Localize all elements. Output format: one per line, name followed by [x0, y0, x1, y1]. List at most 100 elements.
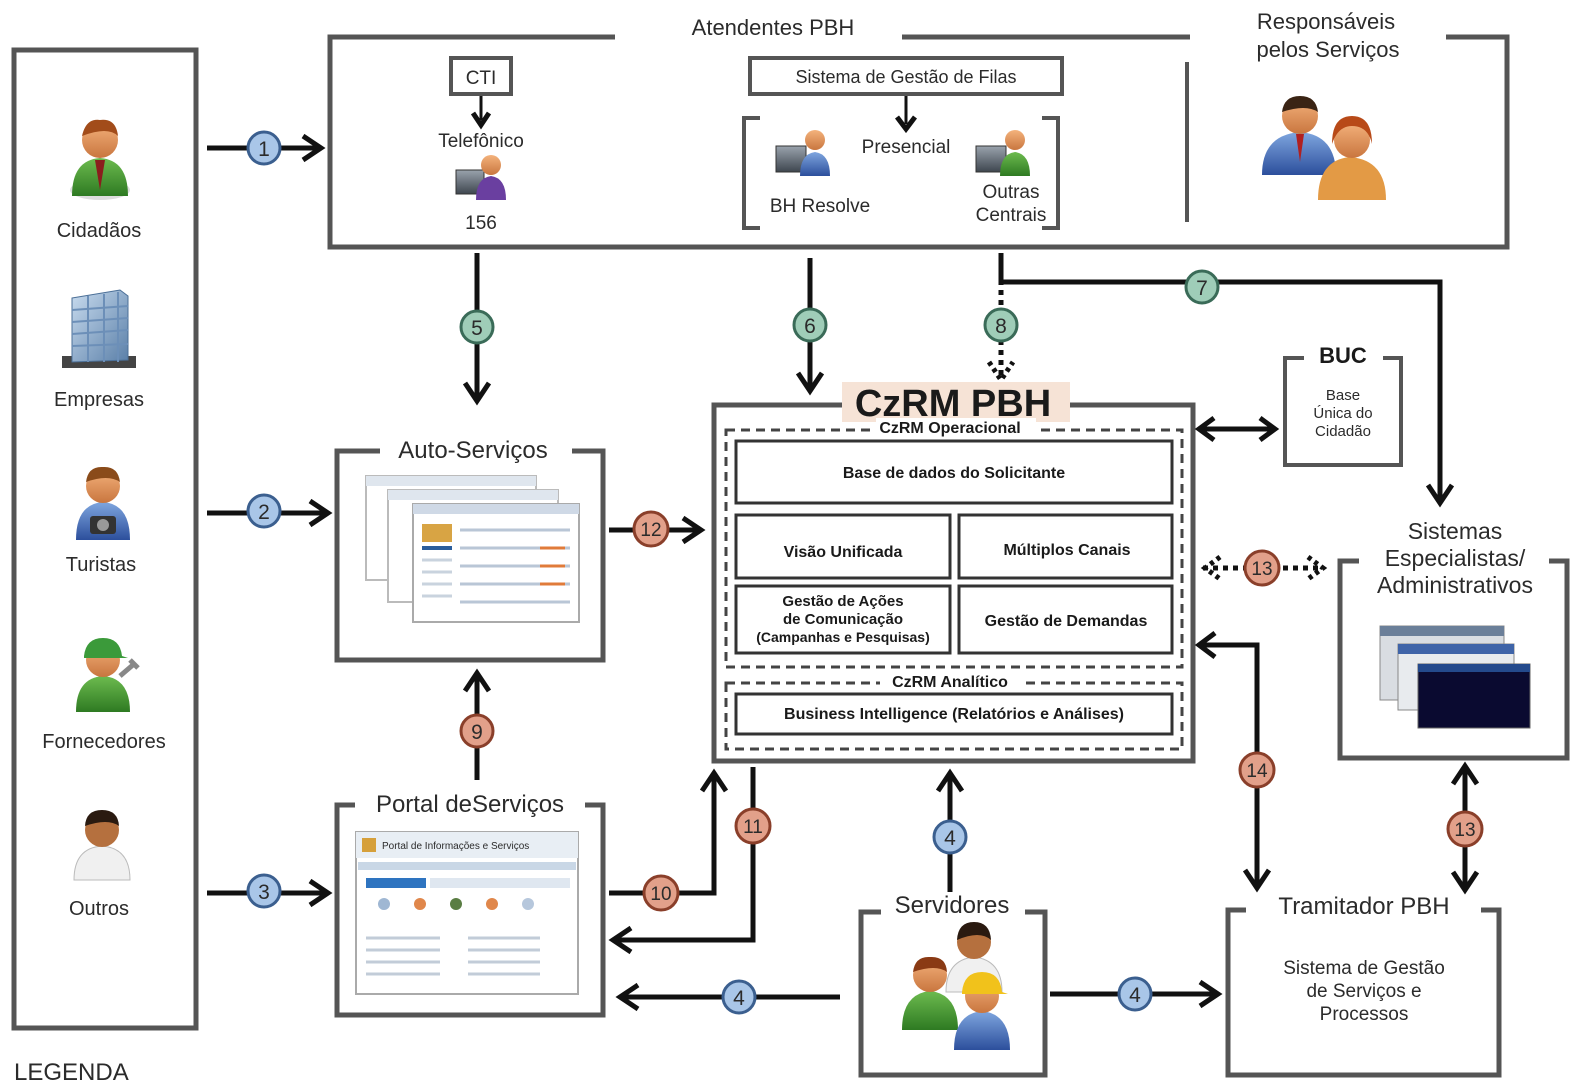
- person-icon: [70, 119, 130, 200]
- operator-icon: [455, 155, 506, 200]
- actor-label: Fornecedores: [42, 731, 165, 753]
- managers-icon: [1262, 96, 1386, 200]
- badge-8: 8: [983, 307, 1019, 343]
- gestao-acoes-box: [734, 584, 952, 655]
- base-dados-label: Base de dados do Solicitante: [843, 465, 1065, 482]
- presencial-label: Presencial: [862, 137, 951, 158]
- badge-4-tramitador: 4: [1117, 976, 1153, 1012]
- badge-14: 14: [1238, 751, 1276, 789]
- web-screenshots-icon: [365, 475, 580, 623]
- czrm-panel: CzRM PBH CzRM Operacional Base de dados …: [711, 382, 1196, 764]
- cti-box: [449, 56, 513, 96]
- gestao-acoes-label: de Comunicação: [783, 611, 903, 628]
- atendentes-title: Atendentes PBH: [692, 15, 855, 40]
- cidadaos-actor: Cidadãos: [57, 119, 142, 242]
- cti-label: CTI: [466, 68, 497, 89]
- worker-icon: [76, 638, 140, 712]
- bh-resolve-operator-icon: [775, 130, 830, 176]
- svg-text:5: 5: [471, 317, 483, 340]
- czrm-title-highlight: [842, 382, 1070, 422]
- sistemas-panel: Sistemas Especialistas/ Administrativos: [1337, 518, 1570, 761]
- portal-header-text: Portal de Informações e Serviços: [382, 841, 529, 852]
- badge-3: 3: [246, 873, 282, 909]
- actor-label: Empresas: [54, 389, 144, 411]
- svg-text:1: 1: [258, 138, 270, 161]
- buc-line: Única do: [1313, 405, 1372, 422]
- badge-6: 6: [792, 307, 828, 343]
- svg-text:11: 11: [743, 817, 763, 838]
- systems-screenshots-icon: [1379, 625, 1531, 729]
- sistema-filas-label: Sistema de Gestão de Filas: [795, 67, 1016, 87]
- atendentes-panel: Atendentes PBH CTI Telefônico 156 Sistem…: [327, 9, 1510, 250]
- empresas-actor: Empresas: [54, 289, 144, 411]
- flow-badges: 1 2 3 4 4 4 5 6 7 8 9 10 11 12 13 13 14: [246, 130, 1484, 1015]
- actors-panel: Cidadãos Empresas Turistas: [11, 47, 199, 1031]
- badge-13-horizontal: 13: [1243, 549, 1281, 587]
- actor-label: Cidadãos: [57, 220, 142, 242]
- sistemas-label: Sistemas: [1408, 518, 1503, 544]
- svg-text:13: 13: [1454, 820, 1475, 841]
- servidores-title: Servidores: [895, 892, 1010, 919]
- badge-10: 10: [642, 874, 680, 912]
- svg-text:4: 4: [944, 827, 956, 850]
- badge-7: 7: [1184, 269, 1220, 305]
- gestao-acoes-label: (Campanhas e Pesquisas): [756, 629, 930, 645]
- badge-13-vertical: 13: [1446, 810, 1484, 848]
- auto-servicos-title: Auto-Serviços: [398, 437, 547, 464]
- tramitador-panel: Tramitador PBH Sistema de Gestão de Serv…: [1225, 893, 1502, 1078]
- outros-actor: Outros: [69, 810, 131, 920]
- actor-label: Outros: [69, 898, 129, 920]
- svg-text:7: 7: [1196, 277, 1208, 300]
- buc-line: Cidadão: [1315, 423, 1371, 440]
- telefonico-label: Telefônico: [438, 131, 524, 152]
- person-icon: [73, 810, 131, 881]
- connectors: [207, 133, 1480, 1012]
- bh-resolve-label: BH Resolve: [770, 196, 870, 217]
- svg-text:3: 3: [258, 881, 270, 904]
- visao-box: [734, 513, 952, 580]
- auto-servicos-panel: Auto-Serviços: [334, 437, 606, 663]
- base-dados-box: [734, 439, 1174, 505]
- multiplos-box: [957, 513, 1174, 580]
- svg-text:12: 12: [640, 520, 661, 541]
- svg-text:9: 9: [471, 721, 483, 744]
- building-icon: [62, 289, 136, 368]
- servidores-panel: Servidores: [858, 892, 1048, 1078]
- gestao-demandas-box: [957, 584, 1174, 655]
- outras-label: Outras: [982, 182, 1039, 203]
- badge-2: 2: [246, 493, 282, 529]
- turistas-actor: Turistas: [66, 466, 136, 576]
- badge-9: 9: [459, 713, 495, 749]
- gestao-acoes-label: Gestão de Ações: [782, 593, 903, 610]
- badge-4-czrm: 4: [932, 819, 968, 855]
- badge-1: 1: [246, 130, 282, 166]
- fornecedores-actor: Fornecedores: [42, 638, 166, 753]
- badge-12: 12: [632, 510, 670, 548]
- bi-box: [734, 692, 1174, 736]
- portal-panel: Portal deServiços Portal de Informações …: [334, 791, 606, 1018]
- sistema-filas-box: [748, 56, 1064, 96]
- centrais-label: Centrais: [976, 205, 1047, 226]
- pelos-servicos-label: pelos Serviços: [1256, 37, 1399, 62]
- svg-text:8: 8: [995, 315, 1007, 338]
- tramitador-title: Tramitador PBH: [1278, 893, 1449, 920]
- tramitador-line: Processos: [1320, 1004, 1409, 1025]
- buc-panel: BUC Base Única do Cidadão: [1283, 343, 1403, 467]
- czrm-operacional-label: CzRM Operacional: [879, 420, 1020, 437]
- gestao-demandas-label: Gestão de Demandas: [985, 613, 1148, 630]
- visao-label: Visão Unificada: [784, 544, 903, 561]
- sistemas-label: Especialistas/: [1385, 545, 1526, 571]
- buc-line: Base: [1326, 387, 1360, 404]
- tramitador-line: de Serviços e: [1306, 981, 1421, 1002]
- svg-text:13: 13: [1251, 559, 1272, 580]
- portal-screenshot-icon: Portal de Informações e Serviços: [355, 831, 579, 995]
- badge-11: 11: [734, 807, 772, 845]
- responsaveis-label: Responsáveis: [1257, 9, 1395, 34]
- sistemas-label: Administrativos: [1377, 572, 1533, 598]
- svg-text:10: 10: [650, 884, 671, 905]
- staff-group-icon: [902, 922, 1010, 1050]
- outras-centrais-operator-icon: [975, 130, 1030, 176]
- num156-label: 156: [465, 213, 497, 234]
- multiplos-label: Múltiplos Canais: [1003, 542, 1130, 559]
